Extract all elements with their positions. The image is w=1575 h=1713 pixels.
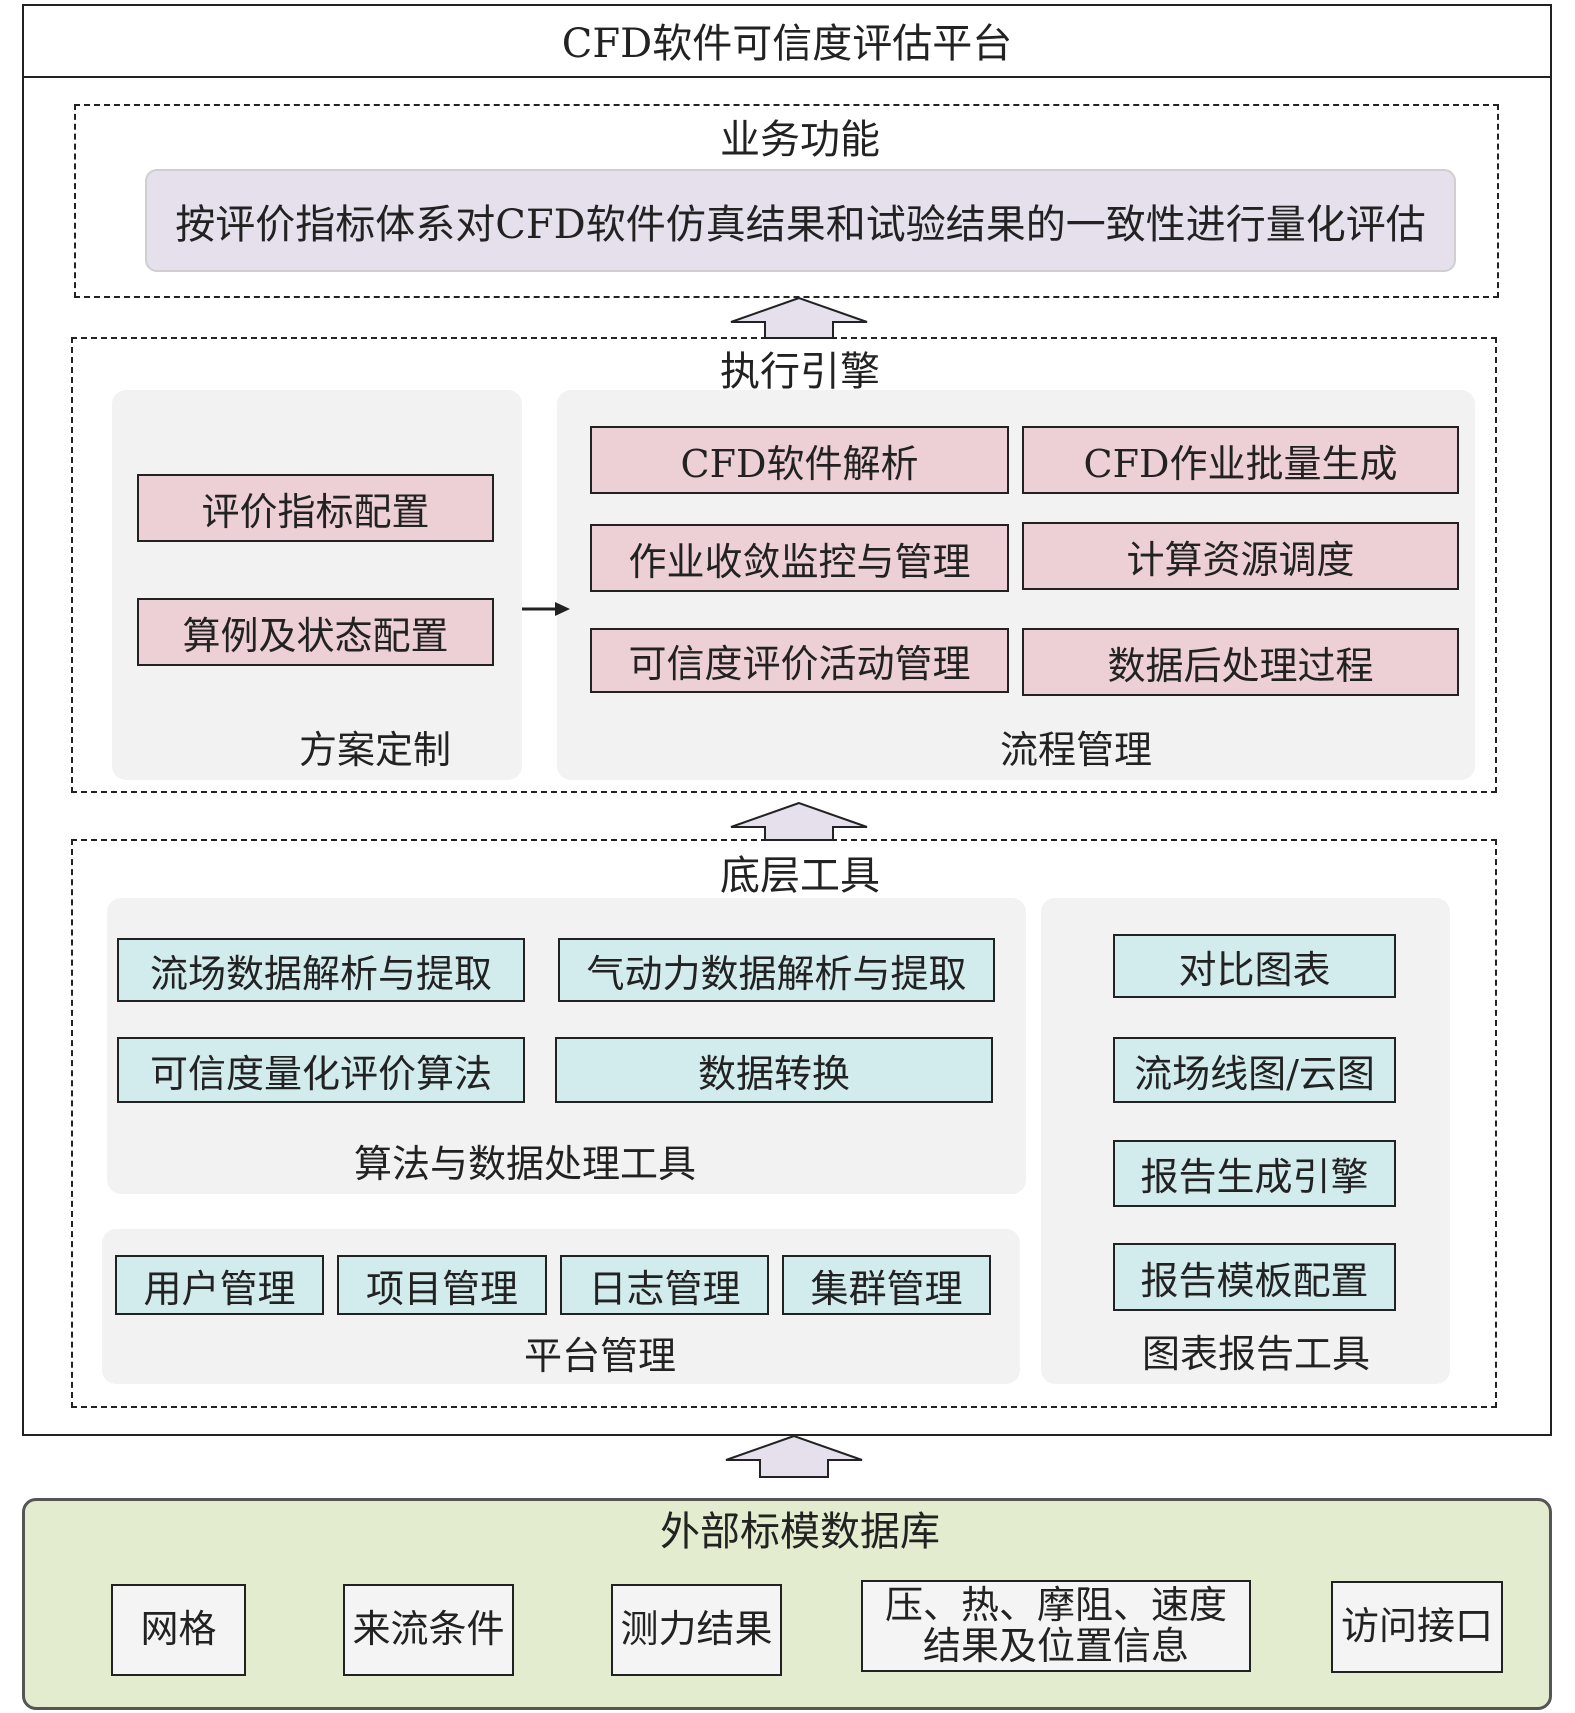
engine-title: 执行引擎 — [720, 349, 880, 395]
scheme-item-case-config: 算例及状态配置 — [137, 598, 494, 666]
mgmt-item-project: 项目管理 — [337, 1255, 547, 1315]
business-description: 按评价指标体系对CFD软件仿真结果和试验结果的一致性进行量化评估 — [145, 169, 1456, 272]
algo-item-quant-eval: 可信度量化评价算法 — [117, 1037, 525, 1103]
db-item-pressure-line1: 压、热、摩阻、速度 — [884, 1582, 1227, 1627]
db-item-mesh: 网格 — [111, 1584, 246, 1676]
mgmt-item-cluster: 集群管理 — [782, 1255, 991, 1315]
mgmt-item-log: 日志管理 — [560, 1255, 769, 1315]
database-section — [22, 1498, 1552, 1710]
process-item-resource-schedule: 计算资源调度 — [1022, 522, 1459, 590]
algo-panel-label: 算法与数据处理工具 — [353, 1141, 696, 1186]
business-title: 业务功能 — [720, 117, 880, 163]
process-item-activity-manage: 可信度评价活动管理 — [590, 628, 1009, 693]
process-item-convergence-monitor: 作业收敛监控与管理 — [590, 524, 1009, 592]
platform-mgmt-label: 平台管理 — [523, 1333, 676, 1378]
process-item-cfd-parse: CFD软件解析 — [590, 426, 1009, 494]
tools-title: 底层工具 — [720, 853, 880, 899]
scheme-panel-label: 方案定制 — [298, 727, 451, 772]
process-panel-label: 流程管理 — [999, 727, 1152, 772]
scheme-item-evaluation-index: 评价指标配置 — [137, 474, 494, 542]
db-item-pressure: 压、热、摩阻、速度 结果及位置信息 — [861, 1580, 1251, 1672]
up-arrow-icon — [730, 801, 868, 841]
db-item-pressure-line2: 结果及位置信息 — [922, 1624, 1189, 1668]
algo-item-aero-parse: 气动力数据解析与提取 — [558, 938, 995, 1002]
up-arrow-icon — [725, 1434, 863, 1478]
report-item-template-config: 报告模板配置 — [1113, 1243, 1396, 1311]
db-item-force: 测力结果 — [611, 1584, 782, 1676]
business-section — [74, 104, 1499, 298]
platform-title: CFD软件可信度评估平台 — [22, 4, 1552, 78]
process-item-post-process: 数据后处理过程 — [1022, 628, 1459, 696]
database-title: 外部标模数据库 — [660, 1509, 940, 1555]
report-item-report-engine: 报告生成引擎 — [1113, 1140, 1396, 1207]
up-arrow-icon — [730, 296, 868, 339]
mgmt-item-user: 用户管理 — [115, 1255, 324, 1315]
algo-item-flowfield-parse: 流场数据解析与提取 — [117, 938, 525, 1002]
process-item-batch-generate: CFD作业批量生成 — [1022, 426, 1459, 494]
report-item-compare-chart: 对比图表 — [1113, 934, 1396, 998]
algo-item-data-convert: 数据转换 — [555, 1037, 993, 1103]
db-item-inflow: 来流条件 — [343, 1584, 514, 1676]
report-item-flow-chart: 流场线图/云图 — [1113, 1037, 1396, 1103]
scheme-panel — [112, 390, 522, 780]
report-panel-label: 图表报告工具 — [1141, 1331, 1370, 1376]
db-item-interface: 访问接口 — [1331, 1581, 1503, 1673]
right-arrow-icon — [522, 602, 570, 616]
